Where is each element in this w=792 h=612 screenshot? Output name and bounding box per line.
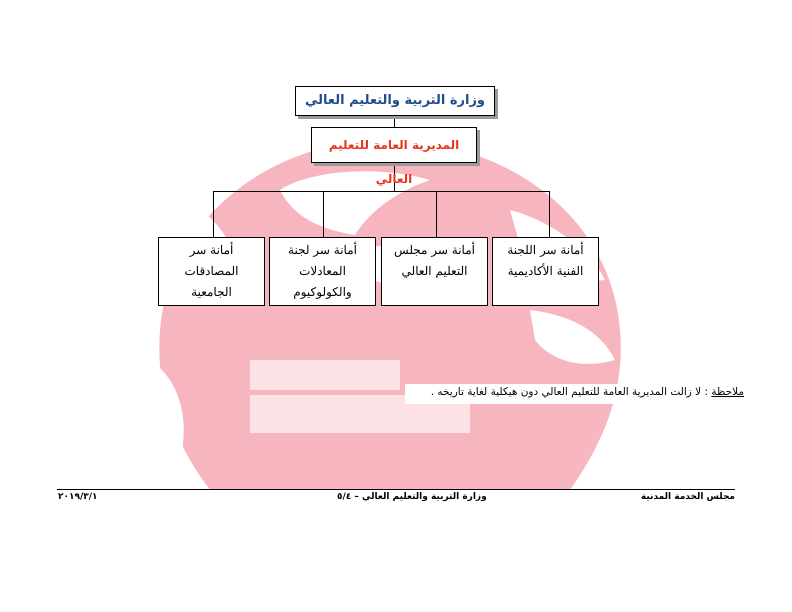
secretariat-4-line-1: أمانة سر [189,243,234,257]
secretariat-1-line-1: أمانة سر اللجنة [507,243,584,257]
footer-ministry-page: وزارة التربية والتعليم العالي – ٥/٤ [337,492,487,502]
connector-drop-3 [323,191,324,237]
secretariat-box-1: أمانة سر اللجنة الفنية الأكاديمية [492,237,599,306]
note-label: ملاحظة [711,386,744,398]
footer-date: ٢٠١٩/٣/١ [58,492,98,502]
footer-council: مجلس الخدمة المدنية [640,492,735,502]
secretariat-3-line-1: أمانة سر لجنة [288,243,357,257]
secretariat-box-3: أمانة سر لجنة المعادلات والكولوكيوم [269,237,376,306]
secretariat-4-line-2: المصادقات [184,264,239,278]
footer-divider [57,489,735,490]
secretariat-box-2: أمانة سر مجلس التعليم العالي [381,237,488,306]
secretariat-box-4: أمانة سر المصادقات الجامعية [158,237,265,306]
connector-ministry-directorate [394,116,395,127]
secretariat-3-line-3: والكولوكيوم [293,285,352,299]
ministry-title: وزارة التربية والتعليم العالي [304,93,486,108]
secretariat-3-line-2: المعادلات [299,264,346,278]
secretariat-2-line-1: أمانة سر مجلس [394,243,475,257]
connector-drop-4 [213,191,214,237]
secretariat-4-line-3: الجامعية [191,285,232,299]
connector-drop-2 [436,191,437,237]
note: ملاحظة : لا زالت المديرية العامة للتعليم… [404,384,744,404]
secretariat-2-line-2: التعليم العالي [401,264,468,278]
ministry-box: وزارة التربية والتعليم العالي [295,86,495,116]
connector-horizontal-bus [213,191,549,192]
note-text: : لا زالت المديرية العامة للتعليم العالي… [430,386,712,398]
directorate-box: المديرية العامة للتعليم العالي [311,127,477,186]
directorate-title: المديرية العامة للتعليم العالي [328,138,460,186]
connector-drop-1 [549,191,550,237]
connector-directorate-bus [394,163,395,191]
secretariat-1-line-2: الفنية الأكاديمية [507,264,584,278]
